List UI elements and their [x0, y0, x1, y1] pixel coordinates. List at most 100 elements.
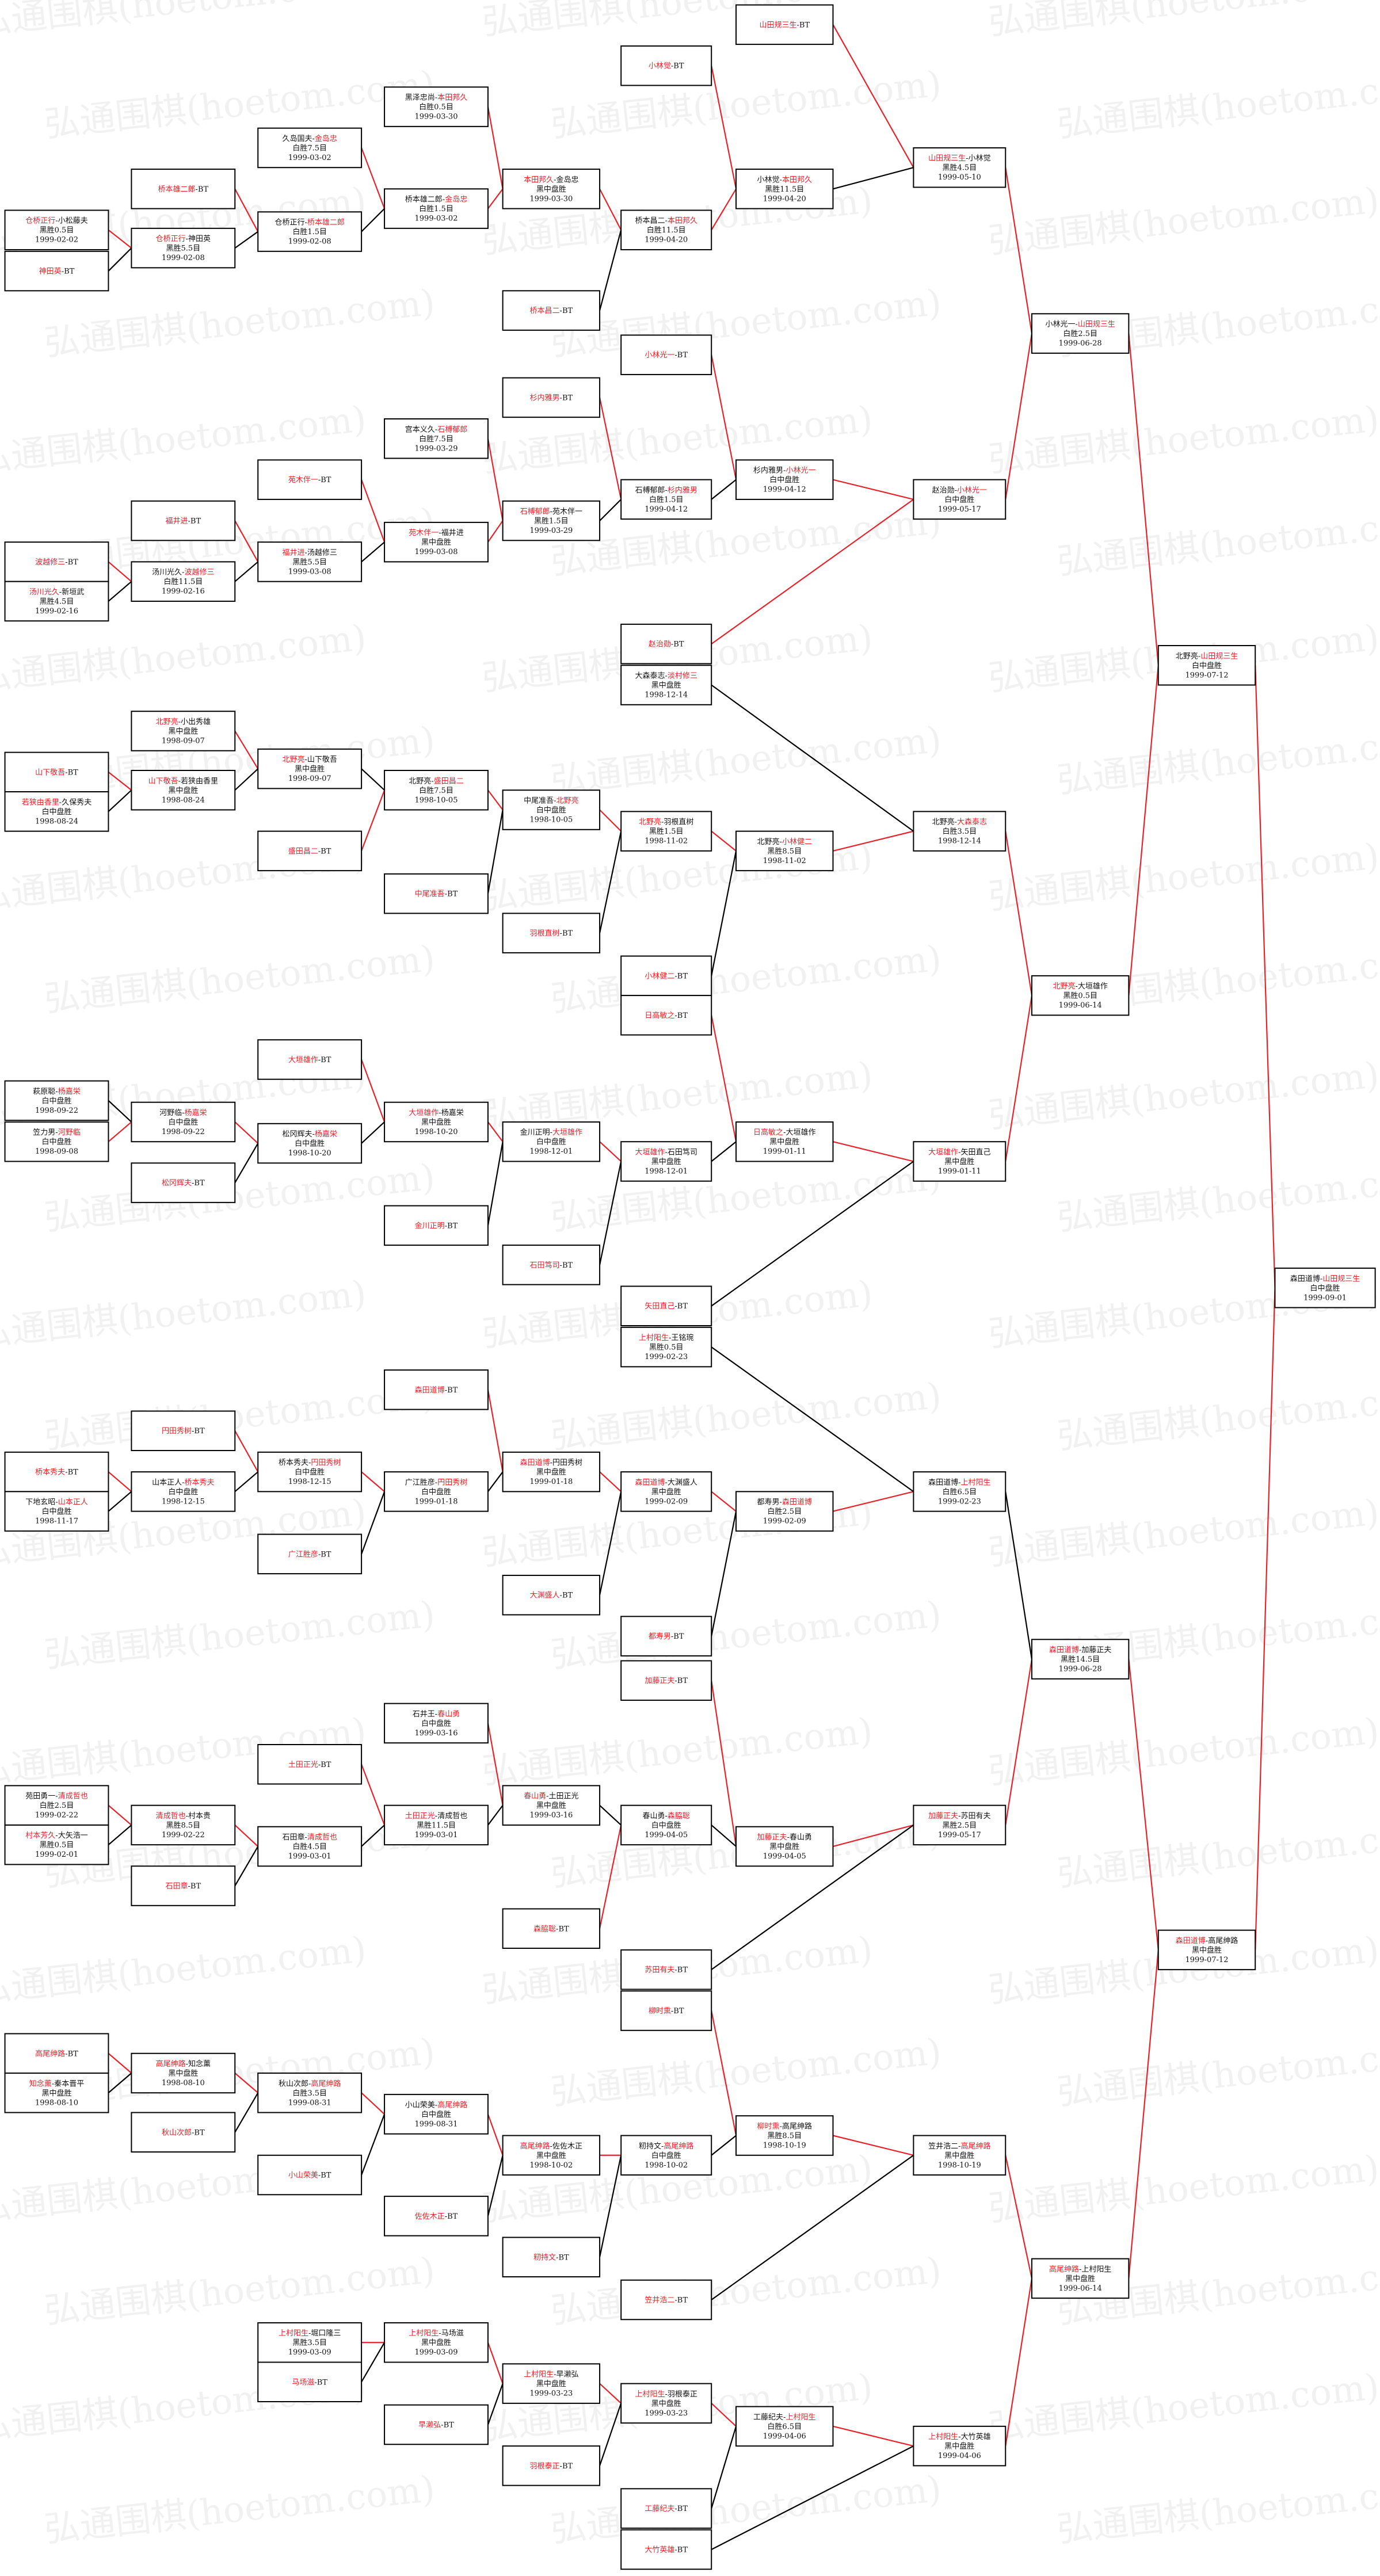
game-card[interactable]: 桥本秀夫-BT: [4, 1451, 109, 1493]
game-card[interactable]: 苏田有夫-BT: [620, 1949, 712, 1990]
game-card[interactable]: 金川正明-BT: [384, 1205, 489, 1246]
game-card[interactable]: 松冈辉夫-BT: [131, 1162, 236, 1203]
game-card[interactable]: 羽根直树-BT: [502, 913, 601, 953]
game-card[interactable]: 早濑弘-BT: [384, 2404, 489, 2445]
game-card[interactable]: 神田英-BT: [4, 250, 109, 292]
game-card[interactable]: 大渊盛人-BT: [502, 1574, 601, 1616]
game-card[interactable]: 工藤纪夫-BT: [620, 2488, 712, 2529]
game-card[interactable]: 都寿男-BT: [620, 1616, 712, 1657]
game-card[interactable]: 小山荣美-BT: [257, 2154, 363, 2196]
game-card[interactable]: 福井进-BT: [131, 500, 236, 541]
game-card[interactable]: 羽根泰正-BT: [502, 2445, 601, 2486]
game-card[interactable]: 日高敏之-BT: [620, 995, 712, 1036]
game-card[interactable]: 盛田昌二-BT: [257, 830, 363, 872]
game-card[interactable]: 大竹英雄-BT: [620, 2529, 712, 2570]
game-card[interactable]: 秋山次郎-BT: [131, 2112, 236, 2153]
game-card[interactable]: 森田道博-BT: [384, 1369, 489, 1410]
game-card[interactable]: 桥本昌二-BT: [502, 290, 601, 331]
game-card[interactable]: 高尾绅路-BT: [4, 2033, 109, 2074]
game-card[interactable]: 小林光一-BT: [620, 334, 712, 375]
game-card[interactable]: 小林健二-BT: [620, 955, 712, 997]
game-card[interactable]: 马场滋-BT: [257, 2361, 363, 2403]
game-card[interactable]: 円田秀树-BT: [131, 1410, 236, 1451]
game-card[interactable]: 苑木伴一-BT: [257, 459, 363, 500]
game-card[interactable]: 广江胜彦-BT: [257, 1533, 363, 1575]
game-card[interactable]: 籾持文-BT: [502, 2237, 601, 2278]
game-card[interactable]: 桥本雄二郎-BT: [131, 169, 236, 209]
game-card[interactable]: 加藤正夫-BT: [620, 1660, 712, 1701]
game-card[interactable]: 土田正光-BT: [257, 1744, 363, 1785]
game-card[interactable]: 佐佐木正-BT: [384, 2196, 489, 2237]
game-card[interactable]: 石田章-BT: [131, 1865, 236, 1906]
game-card[interactable]: 赵治勋-BT: [620, 623, 712, 665]
game-card[interactable]: 小林觉-BT: [620, 45, 712, 86]
game-card[interactable]: 中尾准吾-BT: [384, 873, 489, 914]
game-card[interactable]: 杉内雅男-BT: [502, 377, 601, 418]
